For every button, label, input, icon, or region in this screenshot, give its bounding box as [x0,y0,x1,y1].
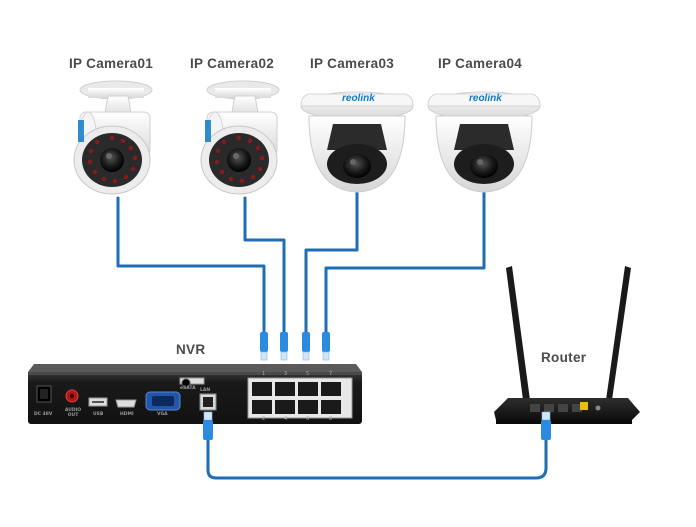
poe-port-number: 4 [284,416,288,422]
bullet-camera-icon [200,80,280,195]
cables [116,188,548,480]
cable-camera04 [324,188,486,334]
camera03-label: IP Camera03 [310,56,395,71]
camera01-label: IP Camera01 [69,56,154,71]
poe-port-number: 7 [329,371,333,377]
port-label-audio: AUDIO OUT [64,408,82,418]
rj45-connector-icon [322,332,330,361]
port-label-lan: LAN [200,388,211,393]
poe-port-number: 2 [262,416,266,422]
port-label-vga: VGA [157,412,168,417]
camera04-label: IP Camera04 [438,56,523,71]
camera04-brand: reolink [469,93,502,104]
nvr-label: NVR [176,342,206,357]
rj45-connector-icon [280,332,288,361]
dome-camera-icon [427,91,541,193]
port-label-usb: USB [93,412,104,417]
rj45-connectors-top [260,332,330,361]
router-icon [494,266,640,440]
poe-port-number: 8 [329,416,333,422]
router-label: Router [541,350,587,365]
rj45-connector-icon [302,332,310,361]
port-label-power: DC 48V [34,412,53,417]
cable-camera03 [304,188,359,334]
camera03-brand: reolink [342,93,375,104]
poe-port-number: 1 [262,371,266,377]
bullet-camera-icon [73,80,153,195]
rj45-connector-icon [260,332,268,361]
port-label-hdmi: HDMI [120,412,134,417]
poe-port-number: 6 [306,416,310,422]
cable-camera01 [116,196,266,334]
cable-camera02 [243,196,286,334]
dome-camera-icon [300,91,414,193]
camera02-label: IP Camera02 [190,56,275,71]
nvr-device-icon [28,364,362,440]
port-label-esata: eSATA [180,386,196,391]
cable-nvr-router [206,438,548,480]
poe-port-number: 5 [306,371,310,377]
poe-port-number: 3 [284,371,288,377]
